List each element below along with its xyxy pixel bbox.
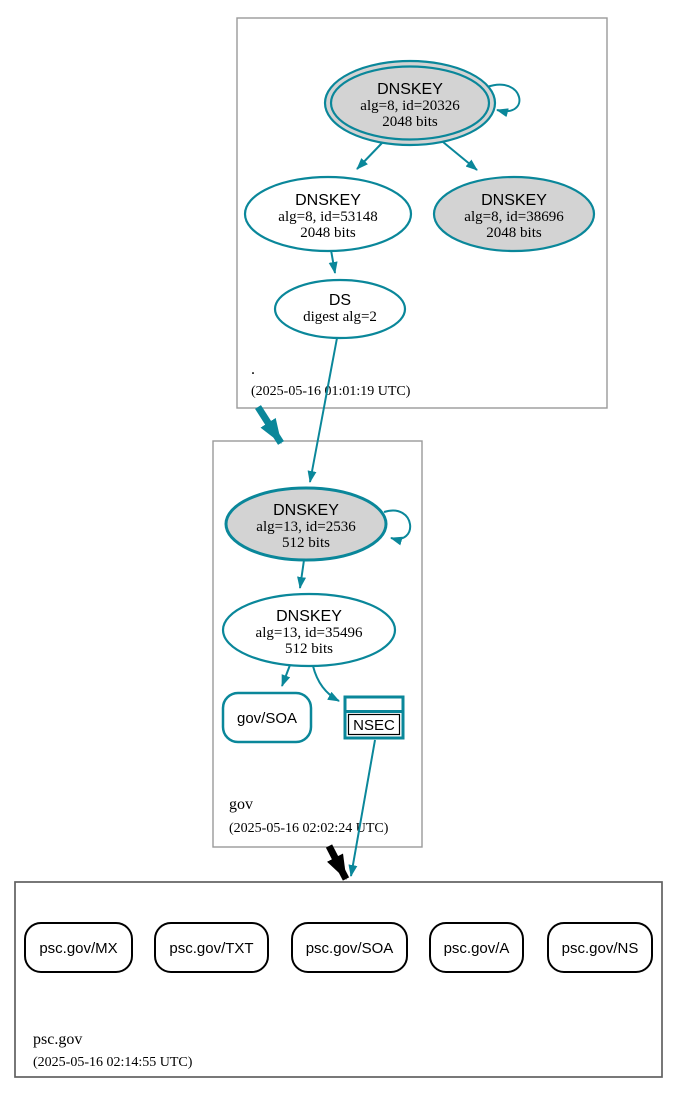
root-standby-ksk-node[interactable]: DNSKEY alg=8, id=38696 2048 bits bbox=[432, 175, 596, 253]
root-zone-timestamp: (2025-05-16 01:01:19 UTC) bbox=[251, 384, 411, 399]
gov-ksk-self-sign-loop bbox=[383, 509, 412, 546]
gov-nsec-node[interactable]: NSEC bbox=[343, 695, 405, 740]
node-title: DS bbox=[329, 292, 351, 309]
node-alg: alg=8, id=20326 bbox=[360, 98, 460, 114]
root-ksk-node[interactable]: DNSKEY alg=8, id=20326 2048 bits bbox=[323, 59, 497, 147]
psc-zone-label: psc.gov bbox=[33, 1031, 82, 1048]
root-zone-label: . bbox=[251, 361, 255, 378]
rrset-label: gov/SOA bbox=[237, 710, 297, 727]
psc-soa-node[interactable]: psc.gov/SOA bbox=[291, 922, 408, 973]
node-alg: alg=8, id=38696 bbox=[464, 209, 564, 225]
psc-mx-node[interactable]: psc.gov/MX bbox=[24, 922, 133, 973]
nsec-label: NSEC bbox=[353, 717, 395, 734]
node-bits: 2048 bits bbox=[382, 114, 438, 130]
edge-root-ds-to-gov-ksk bbox=[307, 337, 338, 483]
nsec-inner-cell bbox=[347, 713, 401, 736]
edge-root-ksk-to-standby-ksk bbox=[442, 141, 478, 171]
node-digest: digest alg=2 bbox=[303, 309, 377, 325]
root-zsk-node[interactable]: DNSKEY alg=8, id=53148 2048 bits bbox=[243, 175, 413, 253]
edge-gov-nsec-to-psc bbox=[348, 739, 376, 877]
psc-txt-node[interactable]: psc.gov/TXT bbox=[154, 922, 269, 973]
gov-soa-node[interactable]: gov/SOA bbox=[221, 691, 313, 744]
psc-zone-box bbox=[14, 881, 663, 1078]
root-ksk-inner-ring bbox=[329, 65, 491, 141]
gov-zone-label: gov bbox=[229, 796, 253, 813]
gov-zone-timestamp: (2025-05-16 02:02:24 UTC) bbox=[229, 821, 389, 836]
rrset-label: psc.gov/A bbox=[444, 940, 510, 957]
edge-gov-ksk-to-zsk bbox=[297, 559, 307, 589]
root-zone-box bbox=[236, 17, 608, 409]
rrset-label: psc.gov/TXT bbox=[169, 940, 253, 957]
delegation-arrow-gov-to-psc bbox=[325, 844, 350, 881]
node-title: DNSKEY bbox=[481, 192, 547, 209]
gov-zsk-node[interactable]: DNSKEY alg=13, id=35496 512 bits bbox=[221, 592, 397, 668]
node-title: DNSKEY bbox=[295, 192, 361, 209]
edge-root-zsk-to-ds bbox=[328, 249, 338, 274]
node-alg: alg=13, id=2536 bbox=[256, 519, 356, 535]
node-bits: 512 bits bbox=[282, 535, 330, 551]
node-title: DNSKEY bbox=[377, 81, 443, 98]
psc-ns-node[interactable]: psc.gov/NS bbox=[547, 922, 653, 973]
node-bits: 2048 bits bbox=[486, 225, 542, 241]
rrset-label: psc.gov/MX bbox=[39, 940, 117, 957]
delegation-arrow-root-to-gov bbox=[255, 405, 284, 445]
root-ksk-self-sign-loop bbox=[486, 83, 521, 118]
node-alg: alg=8, id=53148 bbox=[278, 209, 377, 225]
node-alg: alg=13, id=35496 bbox=[256, 625, 363, 641]
gov-ksk-node[interactable]: DNSKEY alg=13, id=2536 512 bits bbox=[224, 486, 388, 562]
rrset-label: psc.gov/NS bbox=[562, 940, 639, 957]
node-title: DNSKEY bbox=[276, 608, 342, 625]
node-bits: 512 bits bbox=[285, 641, 333, 657]
root-ds-node[interactable]: DS digest alg=2 bbox=[273, 278, 407, 340]
rrset-label: psc.gov/SOA bbox=[306, 940, 394, 957]
node-bits: 2048 bits bbox=[300, 225, 356, 241]
edge-root-ksk-to-zsk bbox=[356, 142, 383, 170]
edge-gov-zsk-to-nsec bbox=[312, 665, 340, 702]
node-title: DNSKEY bbox=[273, 502, 339, 519]
psc-a-node[interactable]: psc.gov/A bbox=[429, 922, 524, 973]
edge-gov-zsk-to-soa bbox=[281, 664, 291, 687]
psc-zone-timestamp: (2025-05-16 02:14:55 UTC) bbox=[33, 1055, 193, 1070]
